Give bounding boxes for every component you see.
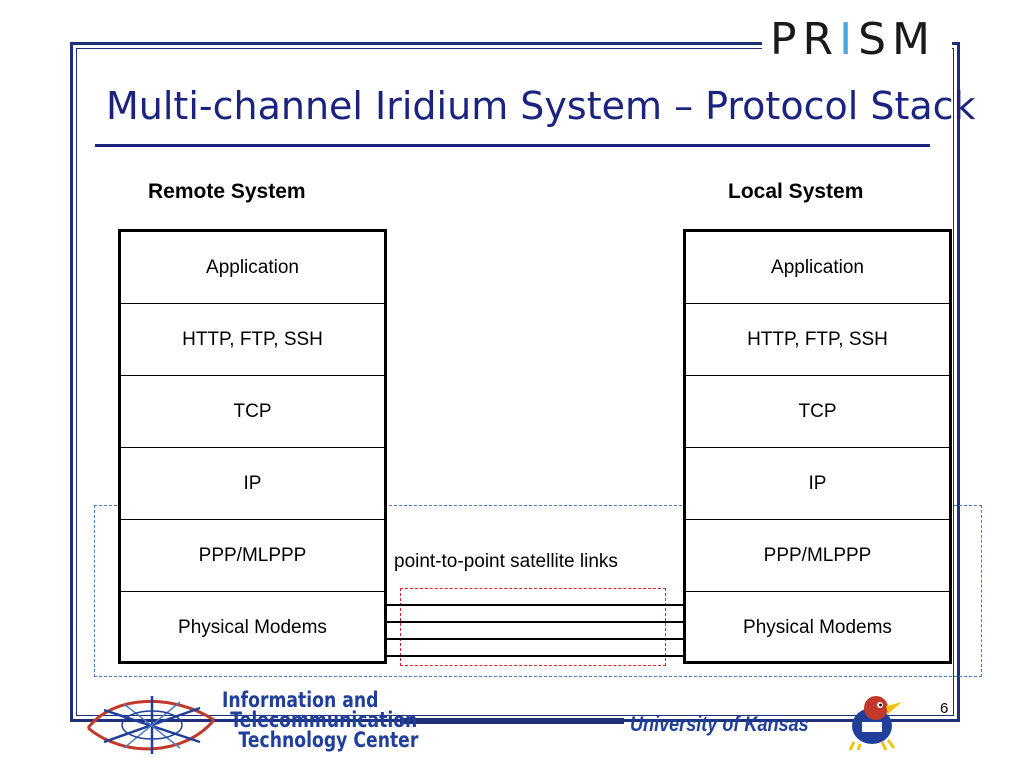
remote-layer-physical-modems: Physical Modems (178, 617, 327, 638)
satellite-link-line (386, 655, 686, 657)
footer-rule (400, 722, 624, 724)
itc-line: Technology Center (238, 728, 419, 752)
itc-wordmark: Information and Telecommunication Techno… (222, 688, 419, 752)
local-protocol-stack: Application HTTP, FTP, SSH TCP IP PPP/ML… (683, 229, 952, 664)
slide-frame-outer (70, 42, 960, 722)
university-name: University of Kansas (630, 713, 809, 736)
itc-line: Information and (222, 688, 379, 712)
footer-rule (400, 718, 624, 720)
local-system-label: Local System (728, 180, 864, 203)
prism-logo: PRISM (770, 14, 936, 65)
remote-system-label: Remote System (148, 180, 306, 203)
logo-backdrop (762, 18, 952, 68)
local-layer-ip: IP (686, 448, 949, 520)
remote-layer-http-ftp-ssh: HTTP, FTP, SSH (121, 304, 384, 376)
local-layer-physical-modems: Physical Modems (743, 617, 892, 638)
link-layer-region (94, 505, 982, 677)
satellite-link-line (386, 621, 686, 623)
local-layer-application: Application (686, 232, 949, 304)
satellite-links-label: point-to-point satellite links (394, 551, 618, 572)
remote-layer-tcp: TCP (121, 376, 384, 448)
itc-line: Telecommunication (230, 708, 418, 732)
remote-layer-ppp-mlppp: PPP/MLPPP (121, 520, 384, 592)
remote-layer-application: Application (121, 232, 384, 304)
page-number: 6 (940, 700, 949, 717)
satellite-links-region (400, 588, 666, 666)
local-layer-http-ftp-ssh: HTTP, FTP, SSH (686, 304, 949, 376)
slide-title: Multi-channel Iridium System – Protocol … (106, 84, 976, 128)
itc-logo-icon (86, 696, 216, 754)
satellite-link-line (386, 638, 686, 640)
satellite-link-line (386, 604, 686, 606)
slide-frame-inner (76, 48, 954, 716)
local-layer-ppp-mlppp: PPP/MLPPP (686, 520, 949, 592)
jayhawk-mascot-icon (848, 696, 902, 751)
remote-layer-ip: IP (121, 448, 384, 520)
title-underline (95, 144, 930, 147)
remote-protocol-stack: Application HTTP, FTP, SSH TCP IP PPP/ML… (118, 229, 387, 664)
local-layer-tcp: TCP (686, 376, 949, 448)
